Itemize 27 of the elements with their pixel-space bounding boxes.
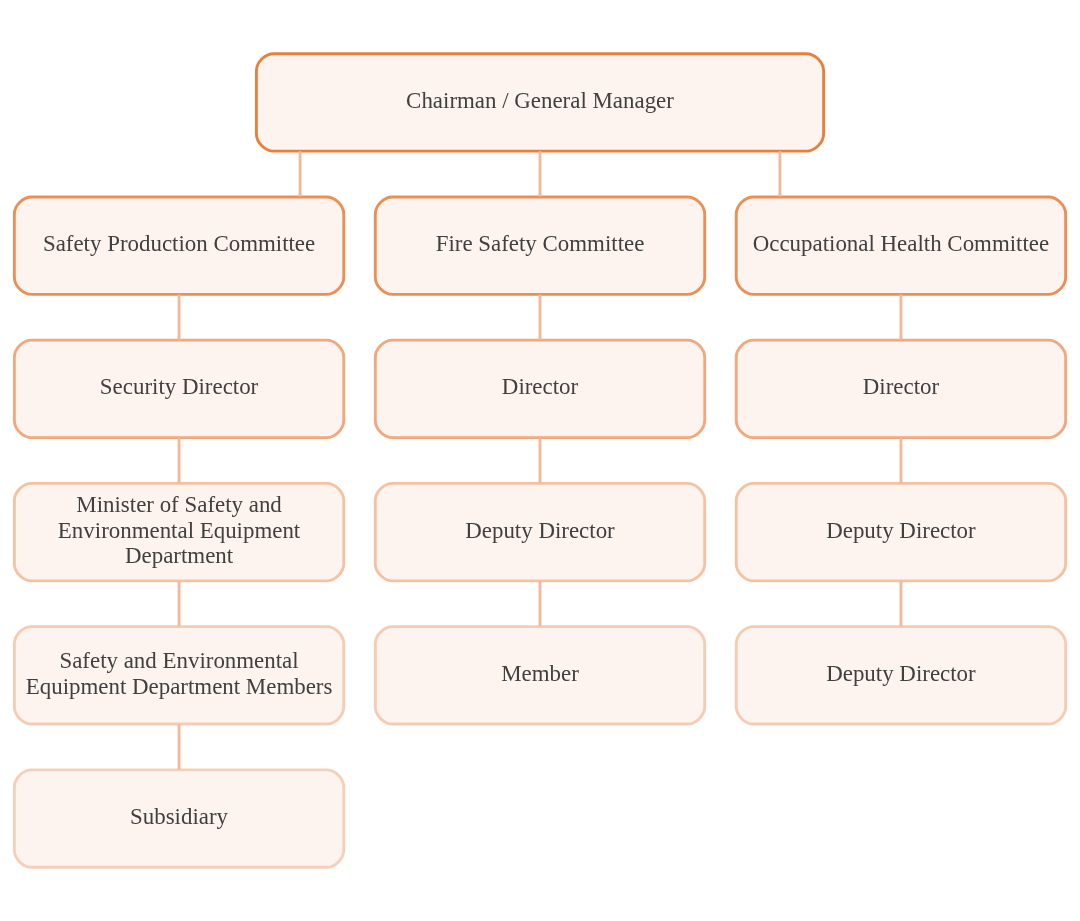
node-box: Minister of Safety and Environmental Equipment Department bbox=[12, 482, 346, 583]
node-box: Deputy Director bbox=[734, 482, 1068, 583]
connector bbox=[538, 151, 542, 197]
node-box: Safety Production Committee bbox=[12, 195, 346, 296]
connector bbox=[899, 294, 903, 340]
connector bbox=[177, 294, 181, 340]
connector bbox=[899, 437, 903, 483]
connector bbox=[899, 581, 903, 627]
node-box: Occupational Health Committee bbox=[734, 195, 1068, 296]
connector bbox=[778, 151, 782, 197]
node-box: Subsidiary bbox=[12, 768, 346, 869]
node-box: Member bbox=[373, 625, 707, 726]
node-box: Deputy Director bbox=[734, 625, 1068, 726]
connector bbox=[177, 724, 181, 770]
connector bbox=[538, 581, 542, 627]
node-box: Deputy Director bbox=[373, 482, 707, 583]
node-box: Safety and Environmental Equipment Department Members bbox=[12, 625, 346, 726]
connector bbox=[298, 151, 302, 197]
node-box: Security Director bbox=[12, 338, 346, 439]
connector bbox=[538, 294, 542, 340]
connector bbox=[177, 581, 181, 627]
node-box: Director bbox=[373, 338, 707, 439]
connector bbox=[177, 437, 181, 483]
node-box: Chairman / General Manager bbox=[255, 52, 825, 153]
connector bbox=[538, 437, 542, 483]
node-box: Director bbox=[734, 338, 1068, 439]
node-box: Fire Safety Committee bbox=[373, 195, 707, 296]
